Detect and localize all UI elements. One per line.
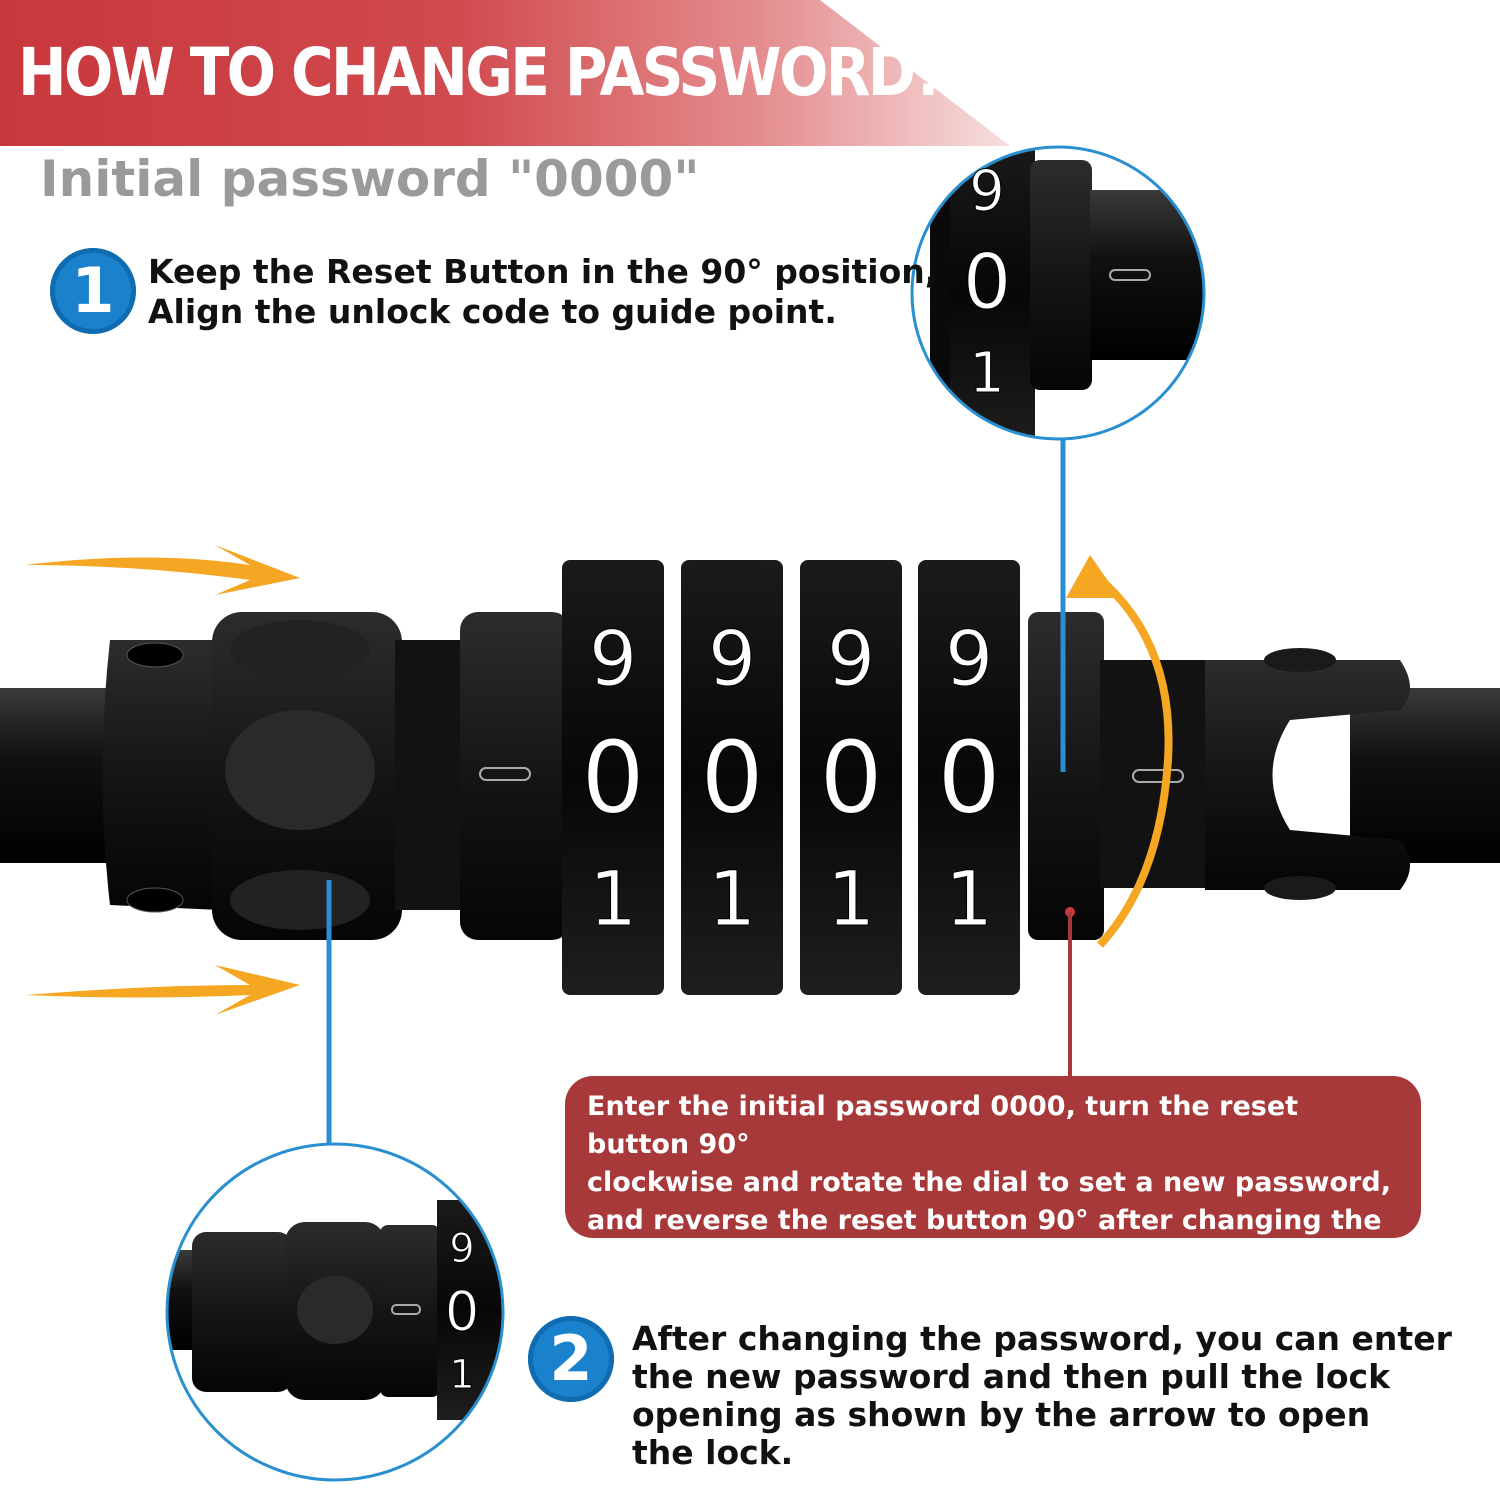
dial-digit-above: 9 [945,614,993,703]
dial-digit-above: 9 [827,614,875,703]
push-arrow-bottom [25,965,300,1015]
zoom-circle-top [912,147,1204,439]
step-1-badge: 1 [50,248,136,334]
callout-line: and reverse the reset button 90° after c… [587,1205,1382,1274]
step-2-text: After changing the password, you can ent… [632,1320,1452,1472]
zoom-bottom-digit-above: 9 [449,1226,474,1272]
zoom-circle-bottom [167,1144,503,1480]
step-2-line: the new password and then pull the lock [632,1357,1391,1396]
step-1-line: Keep the Reset Button in the 90° positio… [148,252,938,291]
step-1-line: Align the unlock code to guide point. [148,292,837,331]
zoom-bottom-digit-current: 0 [445,1280,479,1343]
dial-digit-below: 1 [945,854,993,943]
dial-digit-current: 0 [937,719,1001,836]
callout-line: clockwise and rotate the dial to set a n… [587,1167,1391,1198]
dial-digit-above: 9 [589,614,637,703]
zoom-bottom-digits: 9 0 1 [444,1226,479,1399]
callout-line: Enter the initial password 0000, turn th… [587,1091,1299,1160]
zoom-top-digit-current: 0 [963,237,1011,326]
cable-right [1350,688,1500,863]
zoom-bottom-digit-below: 1 [449,1352,474,1398]
reset-button-ring [1028,612,1104,940]
step-2-line: the lock. [632,1433,794,1472]
rotate-arrowhead [1066,555,1120,598]
reset-instructions-callout: Enter the initial password 0000, turn th… [565,1076,1421,1312]
step-2-badge: 2 [528,1316,614,1402]
step-1-text: Keep the Reset Button in the 90° positio… [148,252,937,332]
dial-digit-current: 0 [581,719,645,836]
step-2-line: opening as shown by the arrow to open [632,1395,1371,1434]
rotate-arrow [1092,571,1173,948]
title-banner [0,0,1010,146]
zoom-top-digits: 9 0 1 [962,159,1011,407]
dial-digit-current: 0 [700,719,764,836]
callout-line: password to complete the setting. [587,1281,1112,1312]
dial-digit-below: 1 [708,854,756,943]
dial-digit-below: 1 [827,854,875,943]
dial-digit-below: 1 [589,854,637,943]
lock-end-cap [102,640,220,910]
page-title: HOW TO CHANGE PASSWORD? [18,34,947,111]
lock-clevis [1205,660,1410,890]
push-arrow-top [25,545,300,595]
page-subtitle: Initial password "0000" [40,150,700,208]
zoom-top-digit-above: 9 [969,159,1005,224]
dial-stack [562,560,1020,995]
step-2-line: After changing the password, you can ent… [632,1319,1452,1358]
zoom-top-digit-below: 1 [969,341,1005,406]
dial-digit-above: 9 [708,614,756,703]
dial-digit-current: 0 [819,719,883,836]
